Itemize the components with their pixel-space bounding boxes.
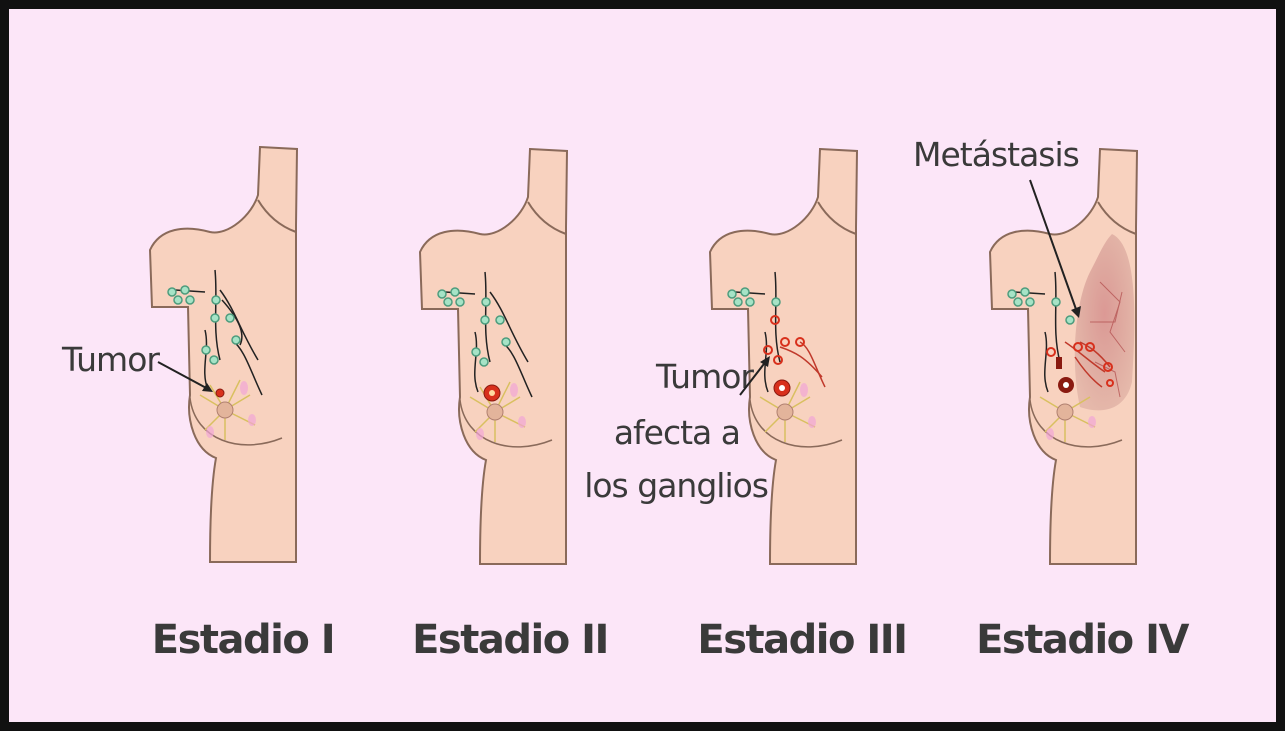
stage-2-label: Estadio II [412, 617, 608, 663]
stage-4-label: Estadio IV [976, 617, 1189, 663]
nodes-label-line1: Tumor [655, 357, 754, 396]
stage-1-illustration [150, 147, 297, 562]
annotation-lymph-nodes: Tumor afecta a los ganglios [584, 356, 770, 505]
stage-4-illustration [990, 149, 1137, 564]
tumor-label: Tumor [61, 340, 160, 379]
stage-2-illustration [420, 149, 567, 564]
stage-3-label: Estadio III [697, 617, 906, 663]
stage-1-label: Estadio I [152, 617, 334, 663]
nodes-label-line2: afecta a [614, 413, 740, 452]
metastasis-label: Metástasis [913, 135, 1079, 174]
nodes-label-line3: los ganglios [584, 466, 768, 505]
